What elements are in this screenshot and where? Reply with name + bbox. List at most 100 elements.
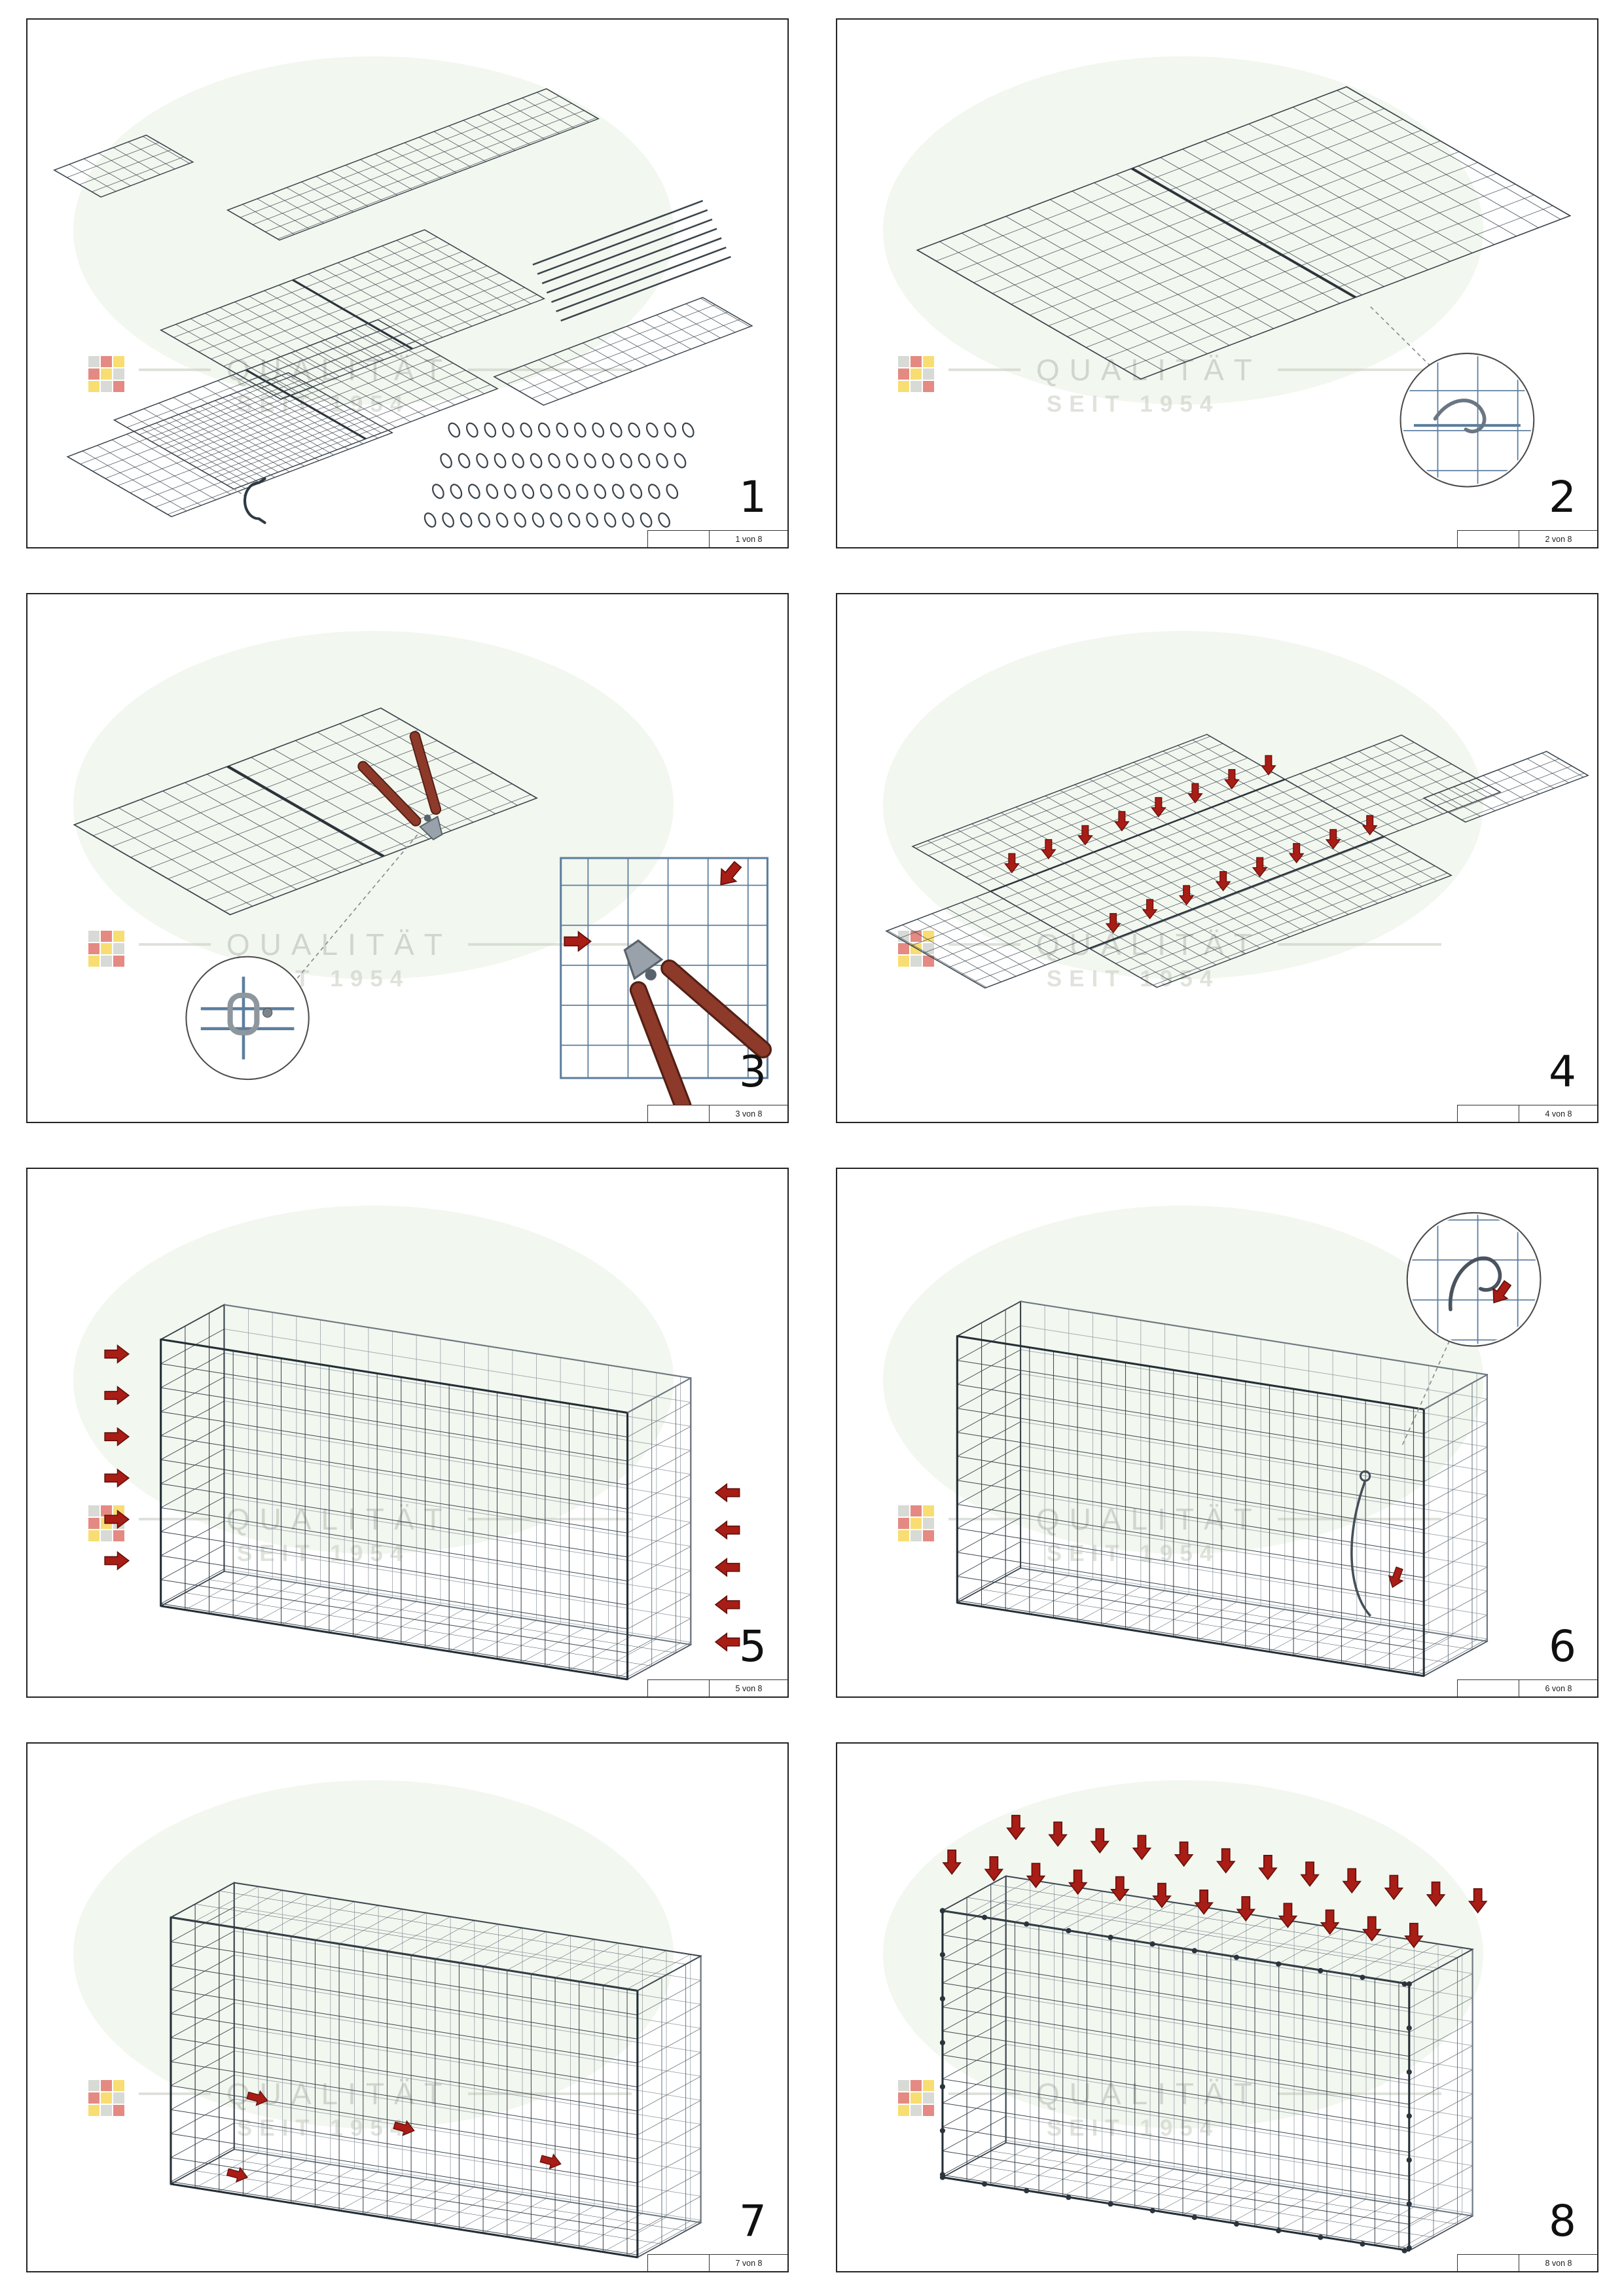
wire-hook-icon bbox=[1433, 399, 1487, 434]
spiral-dot-icon bbox=[981, 1914, 988, 1920]
red-arrow-icon bbox=[104, 1427, 130, 1446]
title-block-cell bbox=[648, 531, 710, 547]
spiral-dot-icon bbox=[1276, 2228, 1282, 2234]
instruction-sheet-grid: QUALITÄT SEIT 1954 bbox=[26, 18, 1598, 2272]
spiral-row bbox=[429, 482, 681, 501]
spiral-icon bbox=[494, 511, 511, 529]
clip-bolt bbox=[262, 1007, 273, 1018]
mesh-panel-large bbox=[73, 707, 538, 916]
sheet-label: 4 von 8 bbox=[1545, 1109, 1572, 1119]
title-block-cell bbox=[1458, 1105, 1519, 1122]
title-block: 7 von 8 bbox=[647, 2254, 787, 2271]
spiral-icon bbox=[511, 511, 529, 529]
mesh-closeup bbox=[1402, 355, 1532, 485]
watermark-quality-text: QUALITÄT bbox=[226, 927, 452, 961]
spiral-dot-icon bbox=[1401, 2248, 1407, 2253]
title-block-cell bbox=[648, 1105, 710, 1122]
title-block: 4 von 8 bbox=[1457, 1105, 1597, 1122]
red-arrow-icon bbox=[1132, 1835, 1151, 1860]
step-6-illustration bbox=[956, 1211, 1542, 1677]
spiral-dot-icon bbox=[939, 1952, 945, 1958]
spiral-icon bbox=[645, 482, 662, 501]
step-panel-1: QUALITÄT SEIT 1954 bbox=[26, 18, 789, 548]
sheet-label: 5 von 8 bbox=[735, 1684, 763, 1693]
watermark-brand: QUALITÄT SEIT 1954 bbox=[88, 927, 632, 992]
title-block: 5 von 8 bbox=[647, 1679, 787, 1696]
step-5-illustration bbox=[104, 1303, 740, 1681]
spiral-icon bbox=[554, 420, 571, 440]
step-panel-5: QUALITÄT SEIT 1954 5 5 von 8 bbox=[26, 1168, 789, 1698]
red-arrow-icon bbox=[943, 1849, 962, 1875]
spiral-icon bbox=[509, 451, 527, 471]
title-block-cell bbox=[1458, 531, 1519, 547]
spiral-dot-icon bbox=[1191, 1948, 1197, 1954]
spiral-icon bbox=[501, 482, 519, 501]
spiral-icon bbox=[520, 482, 537, 501]
spiral-dot-icon bbox=[981, 2181, 988, 2187]
spiral-icon bbox=[547, 511, 565, 529]
red-arrow-icon bbox=[1216, 1848, 1235, 1874]
red-arrow-icon bbox=[715, 1483, 740, 1502]
spiral-dot-icon bbox=[939, 2172, 945, 2178]
spiral-icon bbox=[602, 511, 619, 529]
red-arrow-icon bbox=[104, 1551, 130, 1570]
spiral-icon bbox=[566, 511, 583, 529]
spiral-dot-icon bbox=[1233, 1954, 1240, 1960]
unfolded-gabion-cross bbox=[885, 734, 1502, 989]
title-block-cell bbox=[1458, 1680, 1519, 1696]
sheet-label: 8 von 8 bbox=[1545, 2259, 1572, 2268]
gabion-basket bbox=[160, 1303, 692, 1681]
red-arrow-icon bbox=[1468, 1888, 1487, 1914]
spiral-dot-icon bbox=[939, 2128, 945, 2134]
spiral-icon bbox=[662, 420, 679, 440]
step-4-illustration bbox=[885, 734, 1589, 989]
spiral-icon bbox=[571, 420, 588, 440]
sheet-label: 3 von 8 bbox=[735, 1109, 763, 1119]
spiral-icon bbox=[564, 451, 581, 471]
spiral-icon bbox=[655, 511, 673, 529]
step-number: 7 bbox=[739, 2196, 767, 2246]
spiral-icon bbox=[592, 482, 609, 501]
step-panel-8: QUALITÄT SEIT 1954 8 8 von 8 bbox=[836, 1742, 1598, 2272]
spiral-icon bbox=[463, 420, 480, 440]
step-number: 3 bbox=[739, 1047, 767, 1097]
spiral-icon bbox=[628, 482, 645, 501]
step-1-illustration bbox=[53, 88, 753, 529]
red-arrow-icon bbox=[104, 1510, 130, 1529]
spiral-icon bbox=[518, 420, 535, 440]
red-arrow-icon bbox=[715, 1520, 740, 1539]
spiral-icon bbox=[573, 482, 591, 501]
step-panel-6: QUALITÄT SEIT 1954 6 6 von 8 bbox=[836, 1168, 1598, 1698]
red-arrow-icon bbox=[715, 1558, 740, 1577]
spiral-icon bbox=[465, 482, 483, 501]
sheet-label: 7 von 8 bbox=[735, 2259, 763, 2268]
spiral-icon bbox=[530, 511, 547, 529]
spiral-icon bbox=[545, 451, 563, 471]
red-arrow-icon bbox=[984, 1856, 1003, 1882]
sheet-label: 1 von 8 bbox=[735, 535, 763, 544]
red-arrow-icon bbox=[1384, 1874, 1403, 1900]
title-block-cell bbox=[648, 2255, 710, 2271]
red-arrow-icon bbox=[715, 1595, 740, 1614]
detail-circle bbox=[1406, 1211, 1542, 1347]
spiral-dot-icon bbox=[1024, 1921, 1030, 1927]
wire-hook-icon bbox=[1449, 1256, 1502, 1312]
step-8-illustration bbox=[939, 1814, 1487, 2253]
spiral-dot-icon bbox=[1406, 2025, 1412, 2031]
red-arrow-icon bbox=[1258, 1855, 1277, 1880]
spiral-icon bbox=[446, 420, 463, 440]
spiral-icon bbox=[556, 482, 573, 501]
leader-line bbox=[297, 834, 418, 978]
spiral-dot-icon bbox=[1233, 2221, 1240, 2227]
title-block-cell bbox=[648, 1680, 710, 1696]
spiral-arrows-left bbox=[104, 1344, 130, 1570]
spiral-icon bbox=[643, 420, 660, 440]
spiral-icon bbox=[448, 482, 465, 501]
mesh-panels-flat bbox=[53, 88, 753, 518]
brand-logo-icon bbox=[88, 355, 124, 392]
spiral-icon bbox=[664, 482, 681, 501]
red-arrow-icon bbox=[104, 1469, 130, 1488]
spiral-icon bbox=[679, 420, 696, 440]
spiral-icon bbox=[537, 482, 555, 501]
step-7-illustration bbox=[170, 1882, 702, 2259]
